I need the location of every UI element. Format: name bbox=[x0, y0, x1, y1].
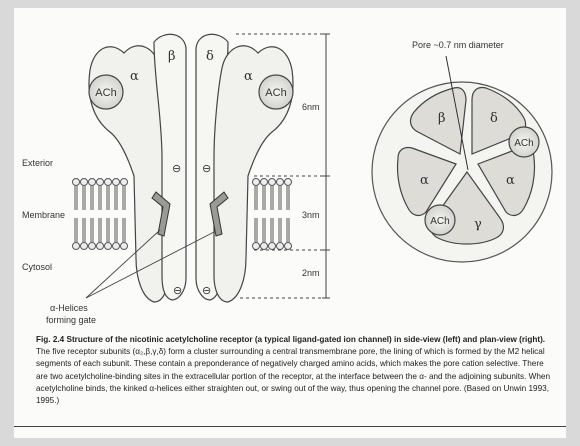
figure-page: ⊖ ⊖ ⊖ ⊖ ACh ACh α β δ α bbox=[14, 8, 566, 438]
plan-ach-site-bottom: ACh bbox=[424, 204, 456, 236]
plan-ach-site-right: ACh bbox=[508, 126, 540, 158]
caption-body: The five receptor subunits (α₂,β,γ,δ) fo… bbox=[36, 347, 551, 406]
subunit-beta-label: β bbox=[168, 49, 176, 64]
plan-beta-label: β bbox=[438, 111, 446, 126]
svg-text:ACh: ACh bbox=[430, 216, 449, 227]
ach-binding-site-left: ACh bbox=[88, 74, 124, 110]
plan-subunit-beta bbox=[409, 87, 467, 155]
kinked-helix-left bbox=[151, 191, 171, 237]
helices-label-line1: α-Helices bbox=[50, 303, 88, 313]
helices-label-line2: forming gate bbox=[46, 315, 96, 325]
svg-text:ACh: ACh bbox=[265, 87, 286, 99]
membrane-label: Membrane bbox=[22, 210, 65, 220]
subunit-alpha-right-label: α bbox=[244, 69, 253, 84]
subunit-delta-label: δ bbox=[206, 49, 214, 64]
svg-text:ACh: ACh bbox=[514, 138, 533, 149]
minus-charge-icon: ⊖ bbox=[202, 285, 211, 297]
dimension-6nm-label: 6nm bbox=[302, 102, 320, 112]
plan-view: Pore ~0.7 nm diameter ACh ACh β δ α α γ bbox=[371, 40, 553, 263]
membrane-bilayer-right bbox=[252, 178, 292, 250]
cytosol-label: Cytosol bbox=[22, 262, 52, 272]
caption-title: Fig. 2.4 Structure of the nicotinic acet… bbox=[36, 335, 546, 344]
dimension-3nm-label: 3nm bbox=[302, 210, 320, 220]
helices-pointer-lines bbox=[85, 229, 215, 299]
figure-diagram: ⊖ ⊖ ⊖ ⊖ ACh ACh α β δ α bbox=[22, 33, 553, 325]
plan-alpha-left-label: α bbox=[420, 173, 429, 188]
plan-subunit-alpha-left bbox=[396, 146, 457, 217]
plan-alpha-right-label: α bbox=[506, 173, 515, 188]
figure-caption: Fig. 2.4 Structure of the nicotinic acet… bbox=[36, 334, 556, 407]
svg-text:ACh: ACh bbox=[95, 87, 116, 99]
subunit-alpha-right-outline bbox=[213, 45, 294, 303]
pore-diameter-label: Pore ~0.7 nm diameter bbox=[412, 40, 504, 50]
pore-pointer-line bbox=[445, 55, 469, 171]
dimension-markers bbox=[236, 33, 330, 299]
exterior-label: Exterior bbox=[22, 158, 53, 168]
ach-binding-site-right: ACh bbox=[258, 74, 294, 110]
kinked-helix-right bbox=[209, 191, 229, 237]
minus-charge-icon: ⊖ bbox=[173, 285, 182, 297]
plan-gamma-label: γ bbox=[474, 217, 482, 232]
minus-charge-icon: ⊖ bbox=[202, 163, 211, 175]
side-view: ⊖ ⊖ ⊖ ⊖ ACh ACh α β δ α bbox=[22, 33, 330, 325]
dimension-2nm-label: 2nm bbox=[302, 268, 320, 278]
page-bottom-rule bbox=[14, 426, 566, 427]
subunit-alpha-left-label: α bbox=[130, 69, 139, 84]
minus-charge-icon: ⊖ bbox=[172, 163, 181, 175]
plan-delta-label: δ bbox=[490, 111, 498, 126]
membrane-bilayer-left bbox=[72, 178, 128, 250]
